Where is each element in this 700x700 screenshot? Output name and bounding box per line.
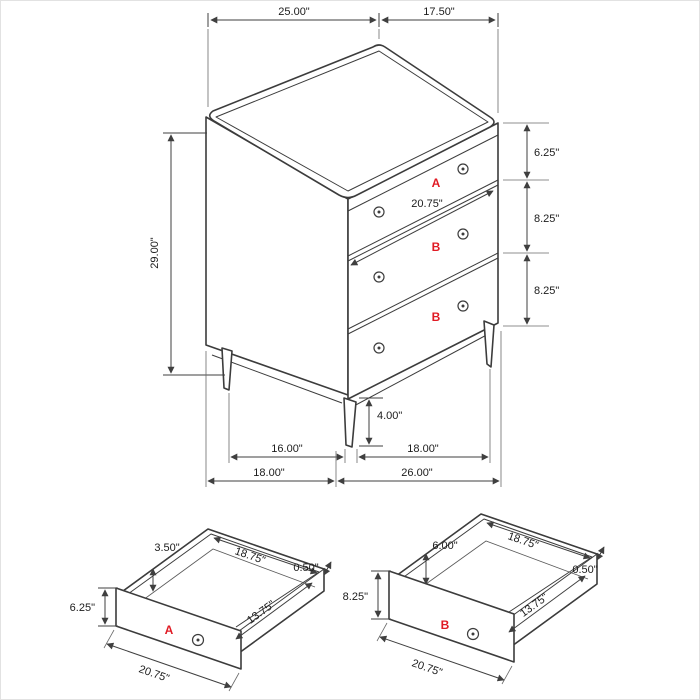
drawer-b-detail-label: B bbox=[441, 618, 450, 632]
dim-arrow-b-front-width bbox=[379, 635, 505, 682]
chest-leg-right bbox=[483, 320, 495, 368]
drawer-b-knob-dot bbox=[471, 632, 475, 636]
dim-drawer-b1-height-label: 8.25" bbox=[534, 213, 559, 225]
leg-height-dimension-group: 4.00" bbox=[359, 397, 402, 447]
extension-line bbox=[228, 672, 240, 692]
dim-b-front-width-label: 20.75" bbox=[410, 657, 444, 679]
dim-arrow-a-front-width bbox=[106, 642, 232, 689]
drawer-divider-2 bbox=[347, 252, 499, 330]
top-dimension-group: 25.00" 17.50" bbox=[207, 6, 499, 113]
dim-base-depth-label: 16.00" bbox=[271, 443, 303, 455]
chest-isometric-view: A B B 20.75" bbox=[205, 44, 499, 448]
dim-height-label: 29.00" bbox=[149, 237, 161, 269]
drawer-a-label: A bbox=[432, 176, 441, 190]
bottom-dimension-group: 16.00" 18.00" 18.00" 26.00" bbox=[205, 331, 502, 487]
drawer-b2-label: B bbox=[432, 310, 441, 324]
drawer-divider-2b bbox=[347, 257, 499, 335]
dim-top-width-label: 25.00" bbox=[278, 6, 310, 18]
dim-arrow-a-inner-width bbox=[213, 536, 318, 575]
side-bottom-rail bbox=[211, 354, 343, 404]
dim-base-width-label: 18.00" bbox=[407, 443, 439, 455]
dim-a-front-width-label: 20.75" bbox=[137, 663, 171, 685]
drawer-b-detail-view: B 6.00" 18.75" 0.50" 13.75" 8.25" 20.75" bbox=[343, 513, 605, 685]
dim-arrow-b-inner-width bbox=[486, 521, 591, 560]
dim-arrow-a-inner-depth bbox=[235, 582, 313, 640]
dim-arrow-a-thickness bbox=[323, 561, 332, 576]
drawer-b1-label: B bbox=[432, 240, 441, 254]
dim-drawer-width-label: 20.75" bbox=[411, 198, 443, 210]
drawer-a-floor-edges bbox=[131, 548, 316, 609]
dim-arrow-drawer-width bbox=[350, 190, 494, 266]
dim-arrow-b-inner-depth bbox=[508, 575, 586, 633]
chest-top-surface bbox=[208, 44, 495, 199]
dim-drawer-b2-height-label: 8.25" bbox=[534, 285, 559, 297]
dim-drawer-a-height-label: 6.25" bbox=[534, 147, 559, 159]
dim-overall-width-label: 26.00" bbox=[401, 467, 433, 479]
dim-top-depth-label: 17.50" bbox=[423, 6, 455, 18]
dim-b-front-height-label: 8.25" bbox=[343, 591, 368, 603]
extension-line bbox=[376, 622, 388, 642]
dim-overall-depth-label: 18.00" bbox=[253, 467, 285, 479]
dim-b-thickness-label: 0.50" bbox=[572, 564, 597, 576]
chest-top-edge-inset bbox=[215, 50, 489, 192]
dim-a-thickness-label: 0.50" bbox=[293, 562, 318, 574]
extension-line bbox=[103, 629, 115, 649]
dim-leg-height-label: 4.00" bbox=[377, 410, 402, 422]
drawer-a-detail-view: A 3.50" 18.75" 0.50" 13.75" 6.25" 20.75" bbox=[70, 528, 332, 692]
height-dimension-group: 29.00" bbox=[149, 132, 225, 376]
drawer-a-knob-dot bbox=[196, 638, 200, 642]
drawer-a-detail-label: A bbox=[165, 623, 174, 637]
front-bottom-rail bbox=[351, 330, 495, 408]
dim-a-front-height-label: 6.25" bbox=[70, 602, 95, 614]
drawer-height-dimension-group: 6.25" 8.25" 8.25" bbox=[503, 122, 559, 327]
drawer-b-floor-edges bbox=[404, 540, 589, 600]
dim-b-side-height-label: 6.00" bbox=[432, 540, 457, 552]
chest-leg-rear-left bbox=[221, 347, 233, 391]
chest-leg-front bbox=[343, 397, 357, 448]
extension-line bbox=[501, 665, 513, 685]
dim-a-side-height-label: 3.50" bbox=[154, 542, 179, 554]
dim-arrow-b-thickness bbox=[596, 546, 605, 561]
